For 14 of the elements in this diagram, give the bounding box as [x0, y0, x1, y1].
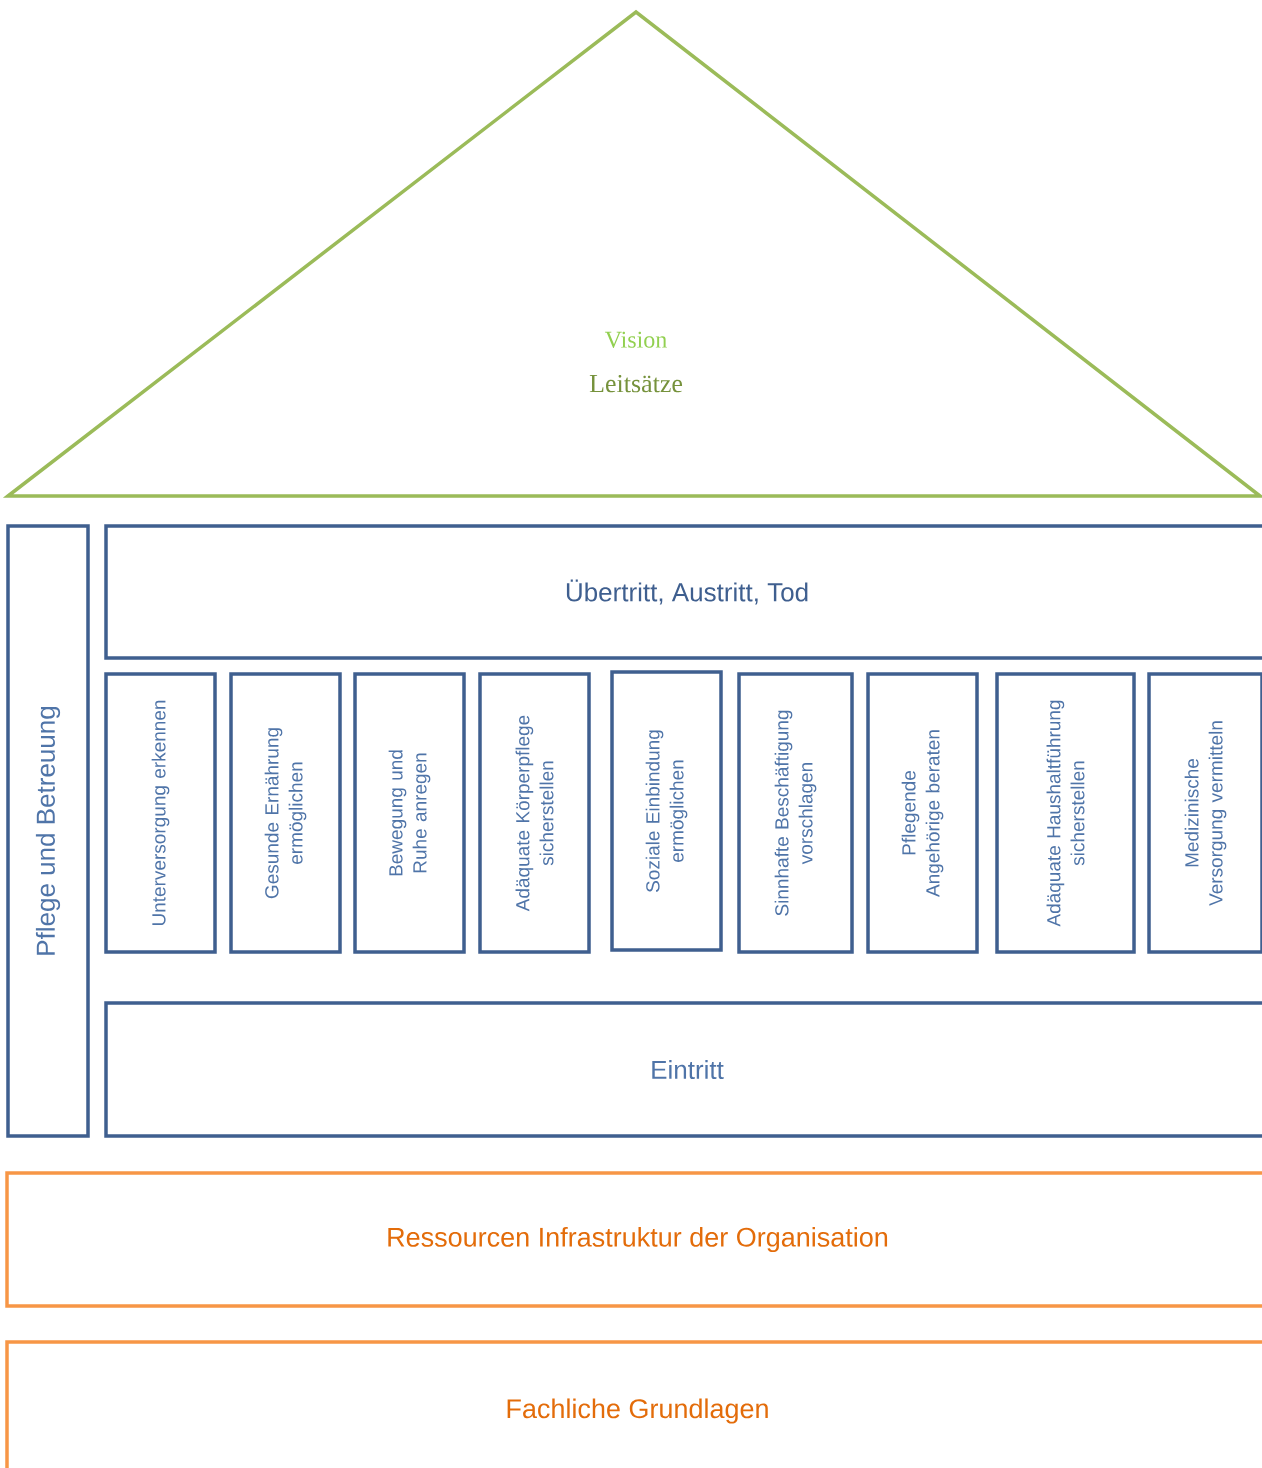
pillar-box: Medizinische Versorgung vermitteln [1147, 672, 1262, 954]
pillar-box: Soziale Einbindung ermöglichen [610, 670, 723, 952]
pillar-box: Sinnhafte Beschäftigung vorschlagen [737, 672, 854, 954]
foundation-box: Ressourcen Infrastruktur der Organisation [5, 1171, 1262, 1308]
pillar-box: Pflegende Angehörige beraten [866, 672, 979, 954]
pillar-box: Bewegung und Ruhe anregen [353, 672, 466, 954]
pillar-box: Adäquate Haushaltführung sicherstellen [995, 672, 1136, 954]
pillar-box: Gesunde Ernährung ermöglichen [229, 672, 342, 954]
foundation-box: Fachliche Grundlagen [5, 1340, 1262, 1468]
side-pillar: Pflege und Betreuung [6, 524, 90, 1138]
pillar-box: Adäquate Körperpflege sicherstellen [478, 672, 591, 954]
band-box: Eintritt [104, 1001, 1262, 1138]
pillar-box: Unterversorgung erkennen [104, 672, 217, 954]
band-box: Übertritt, Austritt, Tod [104, 524, 1262, 660]
